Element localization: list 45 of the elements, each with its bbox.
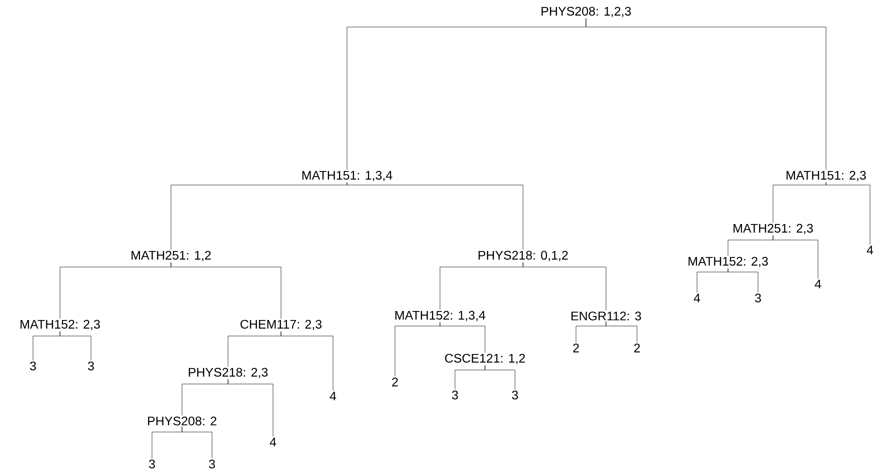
leaf-label: 4	[866, 246, 874, 254]
leaf-label: 3	[209, 460, 215, 468]
tree-branch	[346, 182, 524, 250]
split-label: PHYS208: 1,2,3	[542, 6, 631, 18]
leaf-label: 4	[814, 280, 822, 288]
leaf-label: 3	[512, 390, 518, 400]
split-label: CSCE121: 1,2	[445, 354, 525, 364]
leaf-label: 4	[694, 294, 700, 302]
leaf-label: 3	[452, 390, 458, 400]
leaf-label: 4	[330, 392, 336, 400]
tree-branch	[182, 426, 212, 459]
split-label: CHEM117: 2,3	[240, 320, 322, 330]
tree-branch	[484, 365, 516, 390]
split-label: MATH251: 1,2	[132, 250, 211, 262]
split-label: MATH251: 2,3	[734, 224, 813, 234]
tree-branch	[772, 235, 818, 279]
split-label: MATH152: 1,3,4	[395, 310, 486, 322]
leaf-label: 2	[573, 344, 579, 352]
split-label: PHYS218: 0,1,2	[478, 250, 568, 262]
tree-branch	[170, 182, 348, 250]
tree-branch	[606, 321, 638, 343]
tree-branch	[522, 262, 606, 311]
tree-branch	[440, 322, 486, 353]
tree-branch	[586, 18, 826, 170]
leaf-label: 3	[755, 294, 761, 302]
tree-branch	[280, 331, 334, 391]
split-label: MATH151: 2,3	[786, 170, 866, 182]
leaf-label: 2	[634, 344, 640, 352]
leaf-label: 2	[392, 378, 398, 386]
tree-branch	[228, 379, 274, 437]
split-label: MATH151: 1,3,4	[302, 170, 392, 182]
split-label: MATH152: 2,3	[688, 256, 768, 268]
tree-branch	[60, 331, 92, 361]
leaf-label: 3	[30, 362, 36, 370]
tree-branch	[728, 268, 758, 293]
split-label: ENGR112: 3	[571, 312, 641, 320]
tree-branch	[826, 182, 870, 245]
tree-branch	[170, 262, 282, 319]
leaf-label: 3	[88, 362, 94, 370]
split-label: MATH152: 2,3	[20, 320, 100, 330]
split-label: PHYS208: 2	[148, 416, 216, 426]
leaf-label: 3	[149, 460, 155, 468]
split-label: PHYS218: 2,3	[188, 368, 268, 378]
leaf-label: 4	[270, 438, 276, 446]
tree-branch	[772, 182, 826, 223]
